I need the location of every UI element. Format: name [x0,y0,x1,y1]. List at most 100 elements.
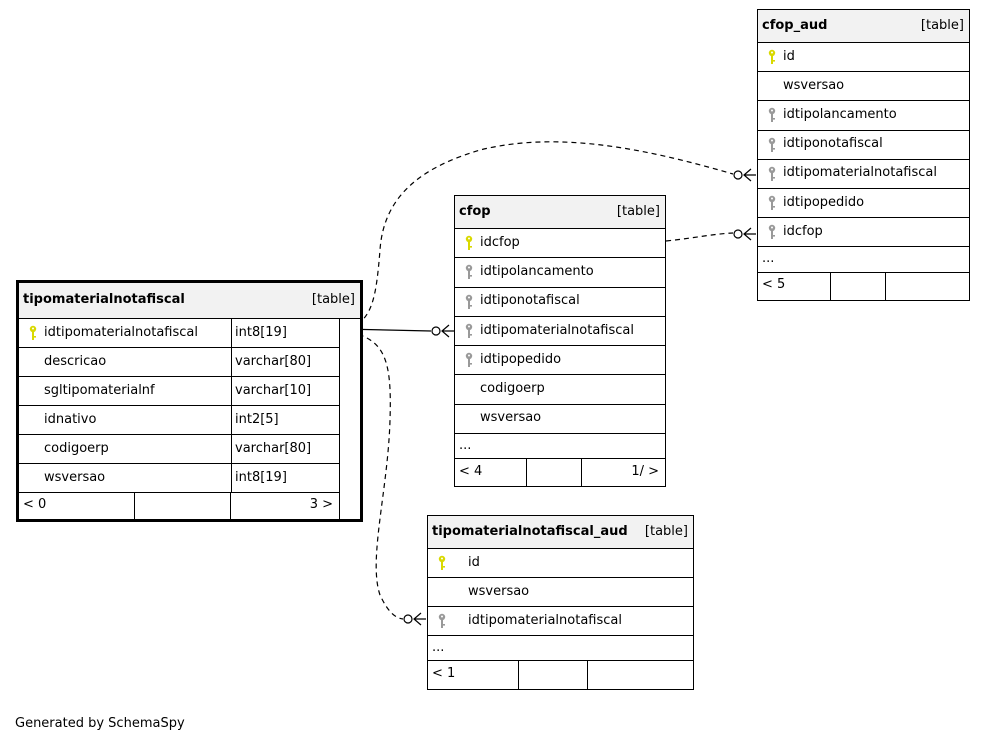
column-name: id [783,48,795,64]
foreign-key-icon [767,137,777,153]
more-columns-row: ... [758,247,969,273]
column-name: codigoerp [480,381,545,397]
table-tipomaterialnotafiscal[interactable]: tipomaterialnotafiscal [table] idtipomater… [16,280,363,522]
table-name[interactable]: cfop [459,203,491,219]
foreign-key-icon [437,613,447,629]
edge-end-ring [431,326,441,336]
more-columns-row: ... [455,434,665,460]
column-name: idcfop [480,234,520,250]
column-row[interactable]: id [758,43,969,73]
column-row[interactable]: idcfop [758,218,969,248]
table-header: cfop [table] [455,196,665,229]
primary-key-icon [28,325,38,341]
column-row[interactable]: idtipolancamento [455,258,665,288]
column-row[interactable]: id [428,549,693,578]
table-cfop[interactable]: cfop [table] idcfop idtipolancamento idtipon… [454,195,666,488]
column-type: varchar[10] [231,377,311,405]
column-name: wsversao [468,583,530,599]
table-footer-row: < 5 [758,272,969,300]
column-row[interactable]: descricao varchar[80] [19,348,339,377]
table-name[interactable]: cfop_aud [762,17,828,33]
column-row[interactable]: codigoerp [455,375,665,405]
column-row[interactable]: codigoerp varchar[80] [19,435,339,464]
table-cfop-aud[interactable]: cfop_aud [table] id wsversao idtipolancament… [757,9,970,301]
column-row[interactable]: idtipomaterialnotafiscal [758,159,969,189]
children-count: < 0 [23,497,47,512]
column-type: int8[19] [231,319,287,347]
edge-cfop-cfop-aud [665,232,734,242]
crows-foot-icon [743,227,756,241]
children-count: < 1 [432,666,456,681]
table-kind: [table] [644,523,688,539]
edge-end-ring [733,170,743,180]
column-name: idtipolancamento [783,106,897,122]
foreign-key-icon [464,323,474,339]
column-type: varchar[80] [231,348,311,376]
children-count: < 4 [459,463,483,479]
foreign-key-icon [464,352,474,368]
foreign-key-icon [767,107,777,123]
column-row[interactable]: idtipopedido [455,346,665,376]
table-name[interactable]: tipomaterialnotafiscal [23,292,185,307]
column-name: idtipomaterialnotafiscal [44,324,198,340]
table-footer-row: < 4 1/ > [455,459,665,487]
crows-foot-icon [413,612,426,626]
table-header: tipomaterialnotafiscal_aud [table] [428,516,693,549]
table-name[interactable]: tipomaterialnotafiscal_aud [432,523,628,539]
crows-foot-icon [441,324,454,338]
primary-key-icon [464,235,474,251]
column-name: wsversao [480,410,542,426]
foreign-key-icon [464,294,474,310]
table-kind: [table] [311,292,355,307]
column-name: idtipomaterialnotafiscal [783,165,937,181]
more-columns-row: ... [428,636,693,661]
generated-by-footer: Generated by SchemaSpy [15,716,185,731]
primary-key-icon [767,49,777,65]
column-row[interactable]: wsversao int8[19] [19,464,339,493]
column-row[interactable]: wsversao [428,578,693,607]
column-row[interactable]: idtipolancamento [758,101,969,131]
foreign-key-icon [767,166,777,182]
table-header: tipomaterialnotafiscal [table] [19,283,360,319]
column-name: idnativo [44,411,97,427]
table-header: cfop_aud [table] [758,10,969,43]
column-type: varchar[80] [231,435,311,463]
edge-end-ring [733,229,743,239]
column-row[interactable]: idnativo int2[5] [19,406,339,435]
column-row[interactable]: idcfop [455,229,665,259]
column-name: idtipomaterialnotafiscal [468,612,622,628]
column-name: wsversao [783,77,845,93]
column-name: wsversao [44,469,106,485]
column-name: sgltipomaterialnf [44,382,155,398]
table-kind: [table] [616,203,660,219]
children-count: < 5 [762,277,786,292]
edge-end-ring [403,614,413,624]
parents-count: 3 > [309,497,333,512]
table-kind: [table] [920,17,964,33]
column-row[interactable]: idtiponotafiscal [455,287,665,317]
table-footer-row: < 1 [428,661,693,689]
foreign-key-icon [767,224,777,240]
column-name: idtiponotafiscal [480,293,580,309]
column-type: int2[5] [231,406,279,434]
column-row[interactable]: idtipomaterialnotafiscal [455,316,665,347]
column-row[interactable]: wsversao [455,404,665,435]
column-row[interactable]: idtiponotafiscal [758,130,969,160]
column-row[interactable]: wsversao [758,72,969,102]
column-row[interactable]: idtipopedido [758,188,969,219]
primary-key-icon [437,555,447,571]
column-row[interactable]: idtipomaterialnotafiscal [428,607,693,636]
column-name: codigoerp [44,440,109,456]
column-name: descricao [44,353,107,369]
column-row[interactable]: idtipomaterialnotafiscal int8[19] [19,319,339,348]
table-footer-row: < 0 3 > [19,493,339,519]
table-tipomaterialnotafiscal-aud[interactable]: tipomaterialnotafiscal_aud [table] id wsver… [427,515,694,690]
edge-tipomaterial-aud [349,331,404,620]
column-row[interactable]: sgltipomaterialnf varchar[10] [19,377,339,406]
column-name: idtiponotafiscal [783,136,883,152]
foreign-key-icon [464,264,474,280]
foreign-key-icon [767,195,777,211]
edge-tipomaterial-cfop-aud [349,141,734,330]
column-type: int8[19] [231,464,287,492]
parents-count: 1/ > [631,463,659,479]
